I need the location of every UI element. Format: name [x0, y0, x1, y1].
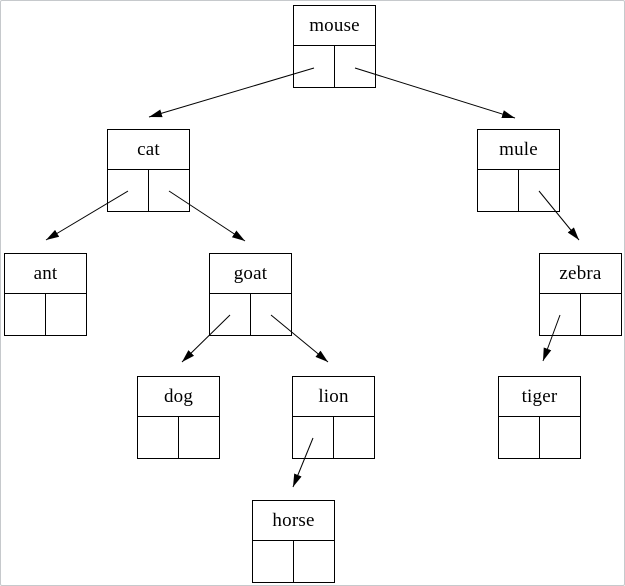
- right-pointer-cell: [46, 294, 86, 335]
- tree-node-cat: cat: [107, 129, 190, 212]
- right-pointer-cell: [149, 170, 189, 211]
- node-label: lion: [293, 377, 374, 417]
- pointer-cells: [210, 294, 291, 335]
- right-pointer-cell: [251, 294, 291, 335]
- right-pointer-cell: [540, 417, 580, 458]
- node-label: dog: [138, 377, 219, 417]
- node-label: mule: [478, 130, 559, 170]
- right-pointer-cell: [179, 417, 219, 458]
- edge-mouse-right-mule: [354, 67, 516, 119]
- tree-node-mule: mule: [477, 129, 560, 212]
- right-pointer-cell: [581, 294, 621, 335]
- left-pointer-cell: [5, 294, 46, 335]
- pointer-cells: [294, 46, 375, 87]
- pointer-cells: [5, 294, 86, 335]
- right-pointer-cell: [519, 170, 559, 211]
- node-label: zebra: [540, 254, 621, 294]
- left-pointer-cell: [499, 417, 540, 458]
- tree-node-horse: horse: [252, 500, 335, 583]
- node-label: ant: [5, 254, 86, 294]
- right-pointer-cell: [294, 541, 334, 582]
- left-pointer-cell: [293, 417, 334, 458]
- left-pointer-cell: [540, 294, 581, 335]
- node-label: horse: [253, 501, 334, 541]
- pointer-cells: [293, 417, 374, 458]
- right-pointer-cell: [334, 417, 374, 458]
- tree-node-mouse: mouse: [293, 5, 376, 88]
- tree-node-goat: goat: [209, 253, 292, 336]
- tree-node-dog: dog: [137, 376, 220, 459]
- edge-mouse-left-cat: [148, 67, 315, 118]
- right-pointer-cell: [335, 46, 375, 87]
- pointer-cells: [478, 170, 559, 211]
- node-label: tiger: [499, 377, 580, 417]
- tree-node-zebra: zebra: [539, 253, 622, 336]
- node-label: goat: [210, 254, 291, 294]
- left-pointer-cell: [253, 541, 294, 582]
- left-pointer-cell: [294, 46, 335, 87]
- left-pointer-cell: [108, 170, 149, 211]
- node-label: cat: [108, 130, 189, 170]
- left-pointer-cell: [210, 294, 251, 335]
- left-pointer-cell: [138, 417, 179, 458]
- pointer-cells: [108, 170, 189, 211]
- left-pointer-cell: [478, 170, 519, 211]
- pointer-cells: [253, 541, 334, 582]
- node-label: mouse: [294, 6, 375, 46]
- pointer-cells: [540, 294, 621, 335]
- tree-node-lion: lion: [292, 376, 375, 459]
- pointer-cells: [138, 417, 219, 458]
- tree-node-ant: ant: [4, 253, 87, 336]
- tree-node-tiger: tiger: [498, 376, 581, 459]
- pointer-cells: [499, 417, 580, 458]
